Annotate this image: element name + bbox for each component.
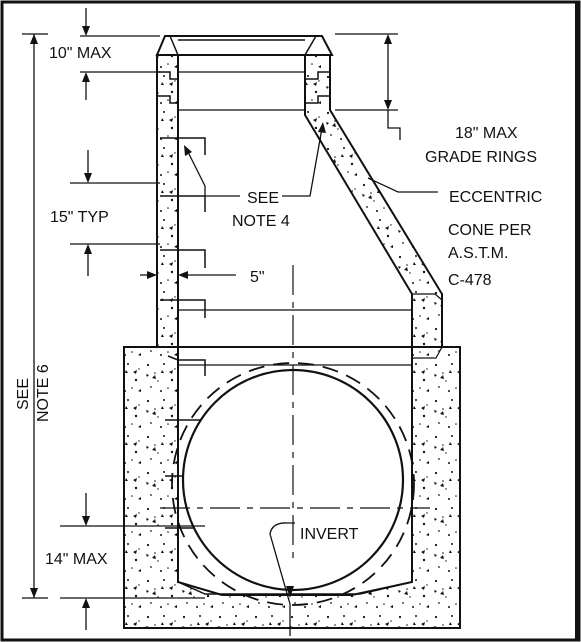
dim-14in — [60, 493, 205, 630]
leader-invert — [269, 522, 295, 636]
grade-ring-joints — [157, 71, 330, 104]
label-eccentric-1: ECCENTRIC — [449, 189, 542, 206]
label-18in-max: 18" MAX — [455, 125, 518, 142]
label-grade-rings: GRADE RINGS — [425, 149, 537, 166]
label-eccentric-4: C-478 — [448, 272, 492, 289]
pipe-opening-dashed — [171, 362, 415, 606]
dim-15in — [70, 150, 160, 276]
label-see-note4-1: SEE — [247, 190, 279, 207]
label-see-note4-2: NOTE 4 — [232, 213, 290, 230]
label-15in-typ: 15" TYP — [50, 209, 109, 226]
arrow-note4-right — [318, 122, 326, 133]
leader-eccentric — [367, 177, 438, 193]
see-note6: SEE NOTE 6 — [15, 364, 52, 422]
label-eccentric-2: CONE PER — [448, 222, 532, 239]
label-see-note6-1: SEE — [15, 378, 32, 410]
dim-overall — [22, 33, 48, 599]
label-14in-max: 14" MAX — [45, 551, 108, 568]
frame-casting — [155, 35, 334, 56]
left-riser-wall — [156, 54, 179, 348]
centerlines — [160, 265, 430, 560]
leader-note4 — [187, 127, 323, 197]
label-see-note6-2: NOTE 6 — [35, 364, 52, 422]
dim-18in — [335, 33, 401, 140]
label-5in: 5" — [250, 269, 265, 286]
label-eccentric-3: A.S.T.M. — [448, 245, 508, 262]
label-10in-max: 10" MAX — [49, 45, 112, 62]
arrow-note4-left — [184, 145, 192, 156]
label-invert: INVERT — [300, 526, 359, 543]
joint-lines — [178, 71, 412, 366]
base-floor — [177, 581, 413, 595]
